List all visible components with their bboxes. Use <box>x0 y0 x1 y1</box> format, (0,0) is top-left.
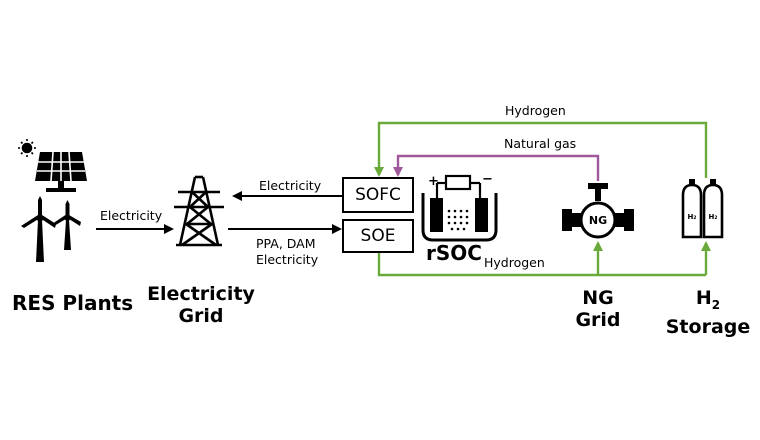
solar-panel-icon <box>35 151 87 192</box>
ng-grid-line2: Grid <box>575 309 621 331</box>
soe-box: SOE <box>342 219 414 253</box>
flow-label-grid-electricity: Electricity <box>256 252 319 267</box>
flow-label-natural-gas: Natural gas <box>504 136 577 151</box>
wind-turbine-icon <box>21 196 81 262</box>
electricity-grid-line2: Grid <box>178 305 224 327</box>
cylinder-label-right: H₂ <box>709 213 718 221</box>
cylinder-label-left: H₂ <box>688 213 697 221</box>
flow-label-res-to-grid: Electricity <box>100 208 163 223</box>
electricity-grid-label: Electricity Grid <box>146 283 256 327</box>
h2-storage-subscript: 2 <box>711 297 721 312</box>
rsoc-label: rSOC <box>426 241 482 265</box>
valve-label: NG <box>589 214 607 227</box>
gas-cylinders-icon: H₂ H₂ <box>681 179 724 239</box>
arrow-hydrogen-storage-to-sofc <box>374 121 708 178</box>
sofc-box: SOFC <box>342 177 414 213</box>
res-plants-label: RES Plants <box>12 291 134 315</box>
ng-grid-label: NG Grid <box>570 287 626 331</box>
sun-icon <box>18 139 36 157</box>
flow-label-ppa-dam: PPA, DAM <box>256 236 316 251</box>
h2-storage-label: H2 Storage <box>660 287 756 338</box>
sofc-label: SOFC <box>355 185 401 205</box>
arrow-natural-gas-to-sofc <box>393 154 600 181</box>
flow-label-hydrogen-top: Hydrogen <box>505 103 566 118</box>
electricity-grid-line1: Electricity <box>147 283 255 305</box>
soe-label: SOE <box>360 226 396 246</box>
minus-terminal: − <box>482 172 493 187</box>
flow-label-hydrogen-bottom: Hydrogen <box>484 255 545 270</box>
flow-label-sofc-to-grid: Electricity <box>259 178 322 193</box>
rsoc-cell-icon: + − <box>421 172 498 242</box>
h2-storage-line2: Storage <box>665 315 751 338</box>
plus-terminal: + <box>428 174 439 189</box>
transmission-tower-icon <box>174 175 224 247</box>
ng-grid-line1: NG <box>582 287 614 309</box>
gas-valve-icon: NG <box>562 183 634 239</box>
h2-storage-h: H <box>695 287 712 309</box>
